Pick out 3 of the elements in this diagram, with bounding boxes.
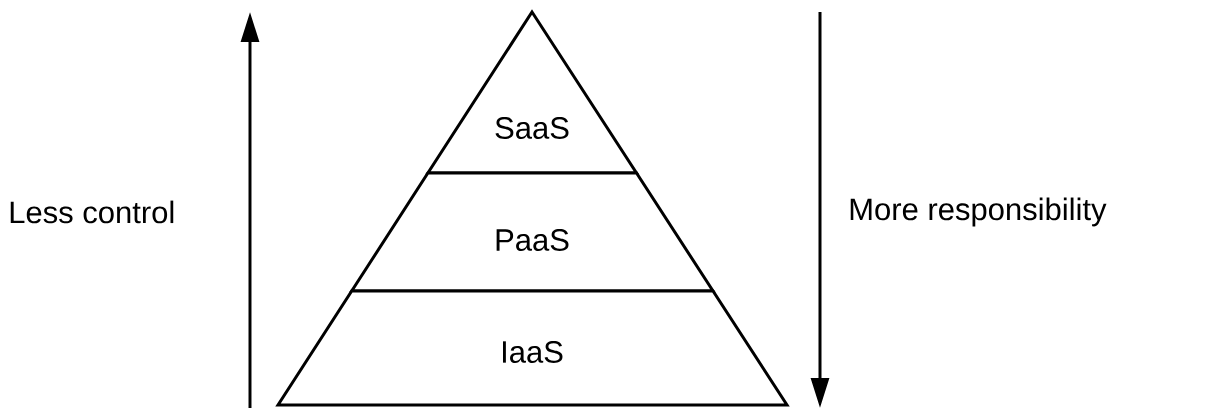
node-label: IaaS: [502, 341, 563, 363]
side-label: More responsibility: [850, 197, 1107, 227]
side-label: Less control: [10, 200, 174, 224]
